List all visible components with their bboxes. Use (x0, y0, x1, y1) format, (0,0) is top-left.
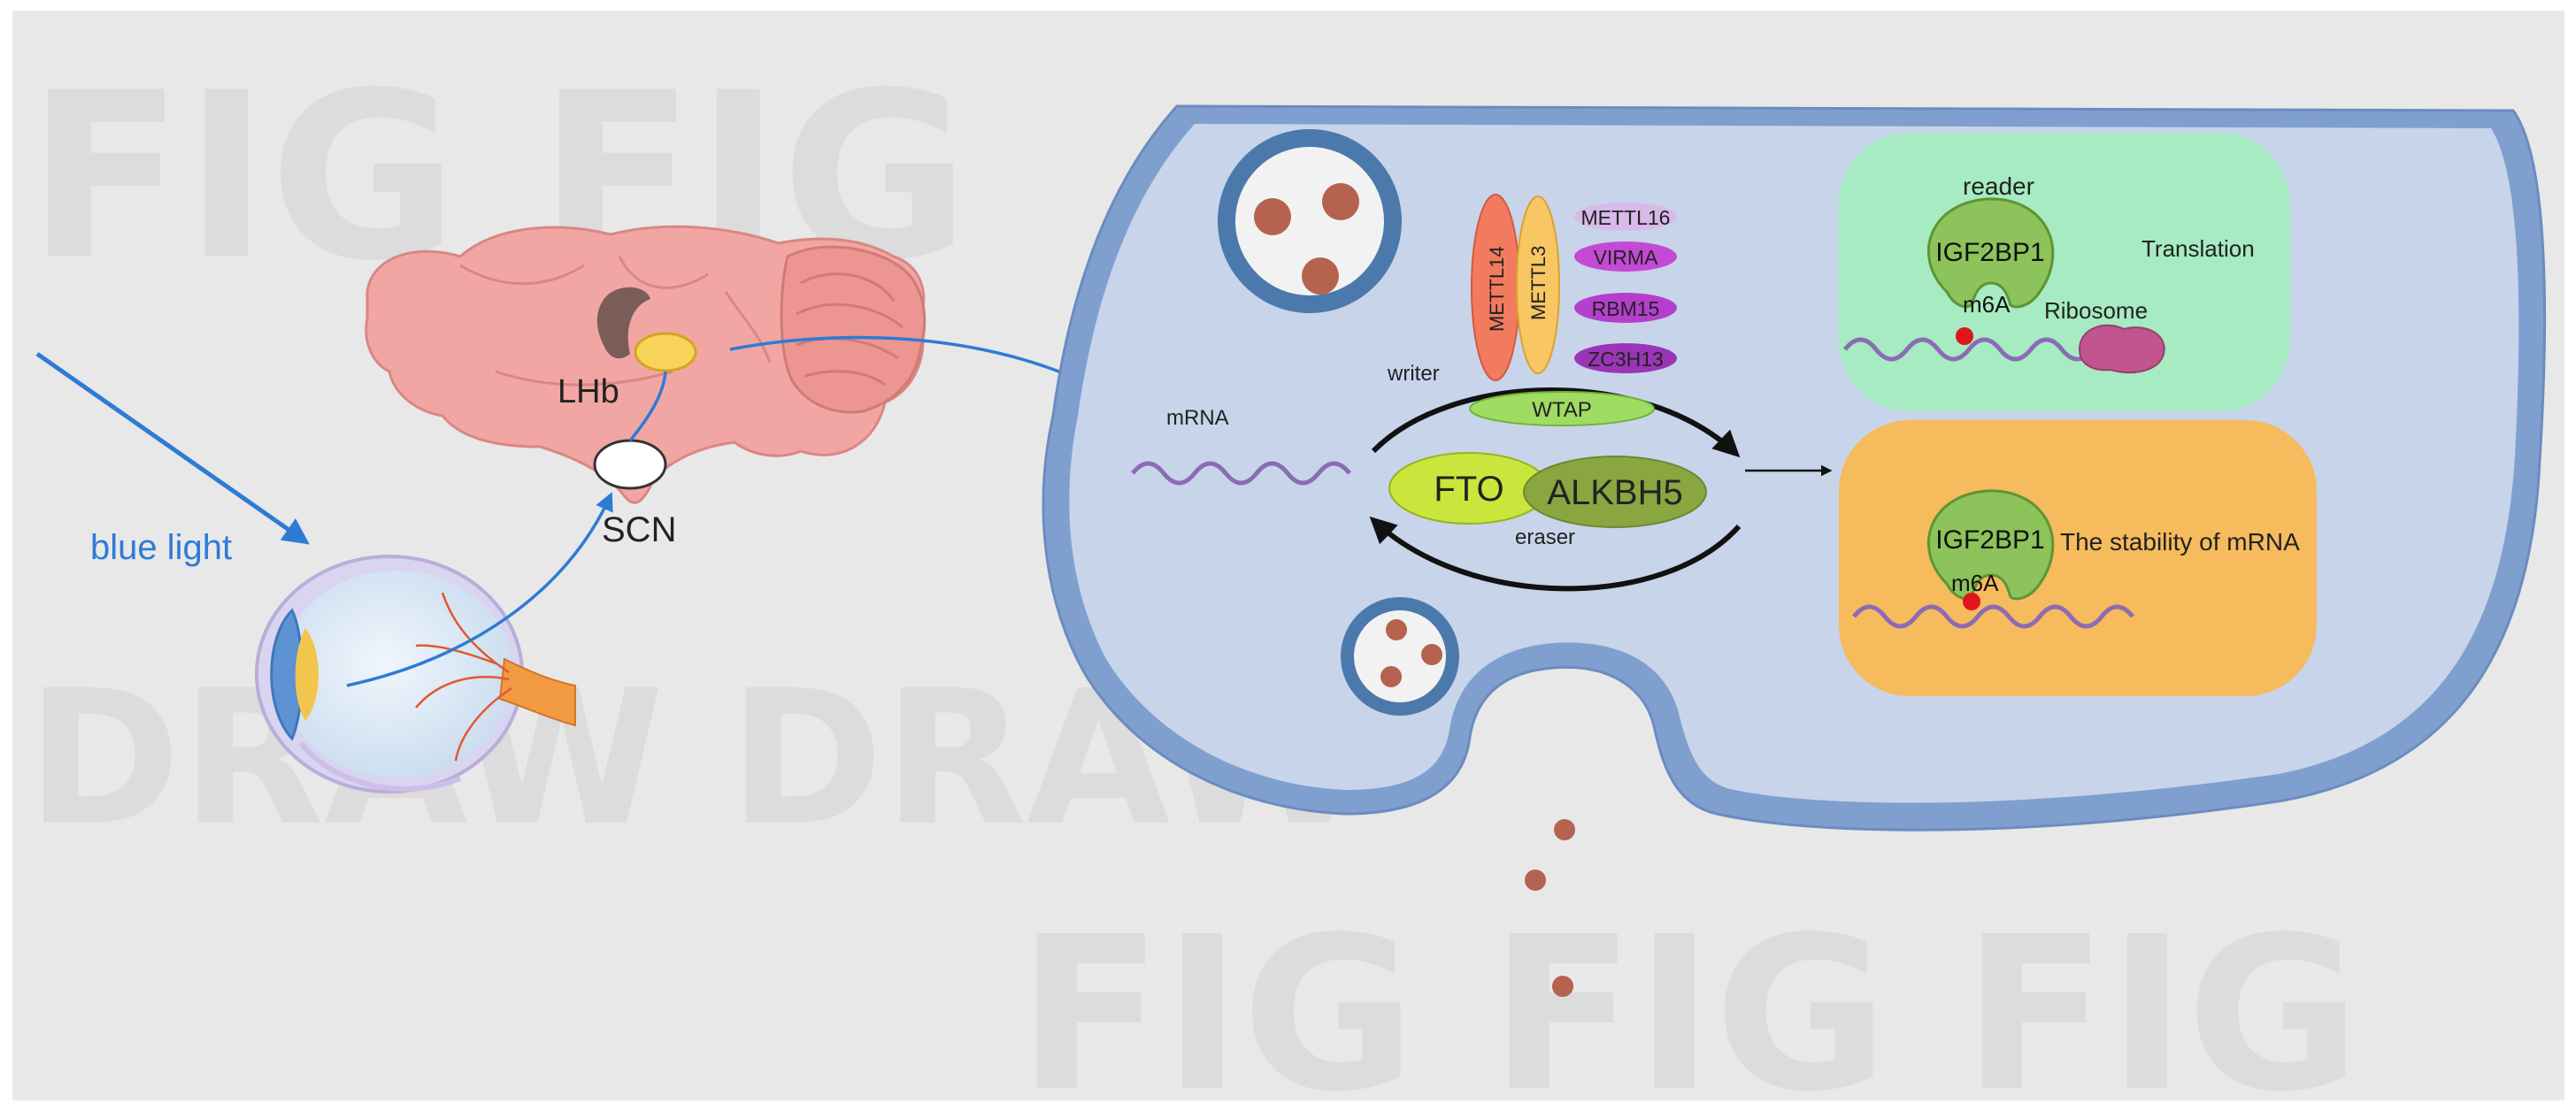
mrna-wave-stability (1852, 604, 2134, 629)
writer-arrow (1371, 387, 1741, 458)
wtap-subunit (1469, 391, 1655, 426)
rbm15-subunit (1574, 293, 1677, 323)
vesicle-large-dot-1 (1254, 198, 1291, 235)
ribosome-label: Ribosome (2044, 297, 2148, 324)
hippocampus-shape (596, 287, 650, 359)
translation-label: Translation (2142, 235, 2255, 262)
vesicle-small-inner (1354, 610, 1446, 702)
scn-nucleus (593, 439, 667, 490)
mrna-wave-translation (1843, 337, 2095, 362)
cerebellum-folds (796, 272, 904, 387)
reader-protein-top (1926, 197, 2055, 309)
eye-inner (280, 571, 513, 778)
mettl16-subunit (1574, 203, 1677, 231)
lhb-nucleus (634, 332, 697, 372)
m6a-top-label: m6A (1963, 291, 2011, 318)
wtap-label: WTAP (1532, 398, 1592, 422)
vesicle-large-inner (1235, 147, 1384, 295)
zc3h13-subunit (1574, 343, 1677, 373)
mettl3-subunit (1516, 195, 1560, 374)
vesicle-small-dot-2 (1421, 644, 1442, 665)
scn-to-lhb-pathway (628, 371, 667, 442)
mettl3-label: METTL3 (1527, 246, 1549, 320)
vesicle-large-dot-3 (1302, 257, 1339, 295)
m6a-bottom-label: m6A (1951, 570, 1999, 596)
igf2bp1-top-label: IGF2BP1 (1935, 238, 2044, 267)
alkbh5-protein (1523, 456, 1707, 528)
blue-light-label: blue light (90, 528, 232, 567)
blue-light-ray (35, 351, 310, 545)
vesicle-small-dot-1 (1386, 619, 1407, 640)
cerebellum (780, 245, 927, 414)
brain-illustration: LHb SCN (365, 225, 927, 549)
eye-lower-lid (298, 741, 462, 792)
zc3h13-label: ZC3H13 (1588, 348, 1664, 371)
translation-box (1839, 133, 2290, 411)
mettl16-label: METTL16 (1581, 206, 1671, 229)
mrna-wave (1131, 461, 1351, 486)
stability-box (1839, 420, 2317, 696)
neuron-cell: mRNA METTL14 METTL3 METTL16 VIRMA RBM15 … (1042, 104, 2547, 832)
eye-lens (295, 628, 319, 721)
virma-subunit (1574, 241, 1677, 272)
scn-label: SCN (602, 510, 676, 549)
mrna-label: mRNA (1166, 406, 1229, 430)
rbm15-label: RBM15 (1592, 297, 1660, 320)
released-dot-1 (1554, 819, 1575, 840)
writer-label: writer (1387, 362, 1440, 386)
eraser-label: eraser (1515, 525, 1575, 549)
retinal-vessels (415, 592, 512, 762)
virma-label: VIRMA (1594, 246, 1659, 269)
brain-fold-lines (459, 256, 772, 387)
alkbh5-label: ALKBH5 (1547, 473, 1682, 512)
reader-label: reader (1963, 172, 2034, 200)
stability-label: The stability of mRNA (2060, 528, 2300, 556)
m6a-dot-top (1956, 327, 1973, 345)
released-dot-2 (1525, 870, 1546, 891)
watermark-row-3: FIG FIG FIG (1018, 891, 2361, 1115)
retina-to-scn-arrow (346, 492, 613, 687)
eraser-arrow (1369, 516, 1742, 592)
reader-protein-bottom (1926, 489, 2055, 601)
vesicle-small-dot-3 (1380, 666, 1402, 687)
mettl14-label: METTL14 (1486, 246, 1508, 332)
ribosome-shape (2078, 324, 2165, 373)
m6a-dot-bottom (1963, 593, 1980, 610)
optic-nerve (498, 657, 576, 727)
vesicle-large-dot-2 (1322, 183, 1359, 220)
igf2bp1-bottom-label: IGF2BP1 (1935, 525, 2044, 555)
lhb-label: LHb (557, 373, 619, 410)
released-dot-3 (1552, 976, 1573, 997)
fto-label: FTO (1434, 470, 1503, 509)
